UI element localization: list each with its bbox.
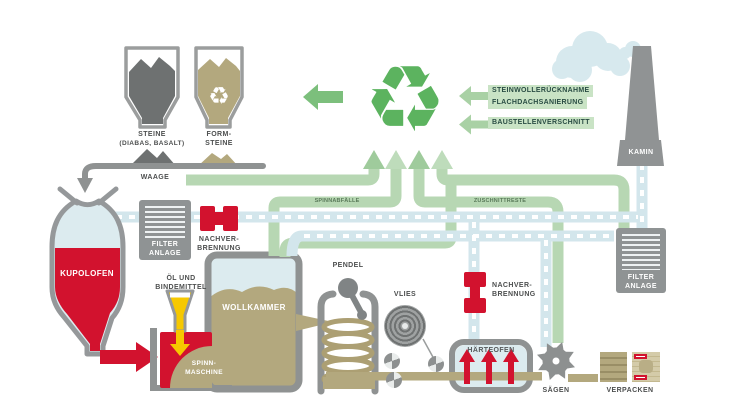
afterburner1-label-line1: NACHVER-	[198, 236, 240, 243]
binder-arrow-icon	[170, 330, 190, 356]
pendulum-label: PENDEL	[332, 262, 364, 269]
chimney	[617, 46, 664, 166]
pendulum-pivot	[338, 278, 358, 298]
conveyor-arrow-icon	[77, 178, 93, 193]
fleece-label: VLIES	[393, 291, 417, 298]
curing-oven-label: HÄRTEOFEN	[467, 347, 515, 354]
filter-stripes	[145, 206, 185, 238]
pipe-filter-return	[436, 167, 630, 252]
formstones-label-line1: FORM-	[206, 131, 232, 138]
roller	[428, 356, 444, 372]
furnace-label: KUPOLOFEN	[60, 269, 114, 278]
brand-logo	[634, 354, 647, 359]
heat-arrow-icon	[503, 349, 519, 384]
sawing-label: SÄGEN	[542, 387, 570, 394]
up-arrow-icon	[385, 150, 407, 169]
formstones-label-line2: STEINE	[205, 140, 233, 147]
cutting-residues-pipe-label: ZUSCHNITTRESTE	[473, 198, 527, 204]
spinning-machine-label-line2: MASCHINE	[185, 369, 223, 376]
fleece-roll	[384, 305, 426, 347]
pipe-cutting-residues	[413, 167, 564, 343]
pipe-waage-to-recycle	[186, 167, 380, 186]
pipe-spinning-waste	[268, 167, 402, 256]
spinning-waste-pipe-label: SPINNABFÄLLE	[314, 198, 360, 204]
input-arrow-icon	[459, 114, 488, 135]
heat-arrow-icon	[481, 349, 497, 384]
package-pad	[639, 360, 653, 373]
pipe-chamber-exhaust	[286, 230, 614, 257]
packing-label: VERPACKEN	[606, 387, 654, 394]
filter-unit-1: FILTER ANLAGE	[139, 200, 191, 260]
filter1-label-line1: FILTER	[151, 241, 179, 248]
afterburner1-label-line2: BRENNUNG	[197, 245, 241, 252]
fleece-web	[422, 338, 435, 360]
stones-label-line1: STEINE	[138, 131, 166, 138]
cupola-furnace	[49, 186, 158, 372]
melt-flow-arrow-icon	[100, 342, 158, 372]
wool-chamber	[204, 251, 333, 393]
input-chip-baustelle: BAUSTELLENVERSCHNITT	[488, 117, 594, 129]
filter-stripes	[622, 234, 660, 270]
up-arrow-icon	[363, 150, 385, 169]
return-arrow-icon	[303, 84, 343, 110]
scale-label: WAAGE	[140, 174, 170, 181]
wool-chamber-label: WOLLKAMMER	[222, 303, 286, 312]
form-stone-hopper	[194, 46, 244, 129]
filter1-label-line2: ANLAGE	[149, 250, 181, 257]
up-arrow-icon	[431, 150, 453, 169]
filter-unit-2: FILTER ANLAGE	[616, 228, 666, 293]
input-chip-flachdach: FLACHDACHSANIERUNG	[488, 97, 588, 109]
oven-heat-arrows	[459, 349, 519, 384]
stone-hopper	[124, 46, 180, 129]
oil-binder-label-line1: ÖL UND	[166, 275, 196, 282]
hopper-recycling-icon: ♻	[208, 83, 230, 110]
input-arrow-icon	[459, 86, 488, 106]
brand-logo	[634, 375, 647, 380]
afterburner-2	[464, 272, 486, 313]
recycling-icon: ♻	[363, 49, 447, 151]
filter2-label-line2: ANLAGE	[625, 283, 657, 290]
filter2-label-line1: FILTER	[627, 274, 655, 281]
roller	[384, 353, 400, 369]
saw-blade-icon	[537, 342, 575, 380]
curing-oven	[449, 339, 533, 393]
spinning-machine-label-line1: SPINN-	[191, 360, 217, 367]
package-branded	[632, 352, 660, 382]
fleece-roll-core	[402, 323, 408, 329]
binder-funnel	[165, 289, 195, 333]
heat-arrow-icon	[459, 349, 475, 384]
chimney-label: KAMIN	[628, 149, 654, 156]
conveyor-band	[326, 372, 598, 382]
afterburner2-label-line1: NACHVER-	[492, 282, 533, 289]
input-chip-steinwolle: STEINWOLLERÜCKNAHME	[488, 85, 594, 97]
stones-label-line2: (DIABAS, BASALT)	[119, 140, 185, 147]
recycle-flow-arrows	[363, 150, 453, 169]
roller	[386, 372, 402, 388]
spinning-machine	[150, 289, 232, 391]
afterburner2-label-line2: BRENNUNG	[492, 291, 536, 298]
package-stack	[600, 352, 627, 382]
oil-binder-label-line2: BINDEMITTEL	[155, 284, 207, 291]
up-arrow-icon	[408, 150, 430, 169]
exhaust-flow-dashes	[116, 164, 644, 344]
afterburner-1	[200, 206, 238, 231]
scale-conveyor	[77, 149, 266, 193]
